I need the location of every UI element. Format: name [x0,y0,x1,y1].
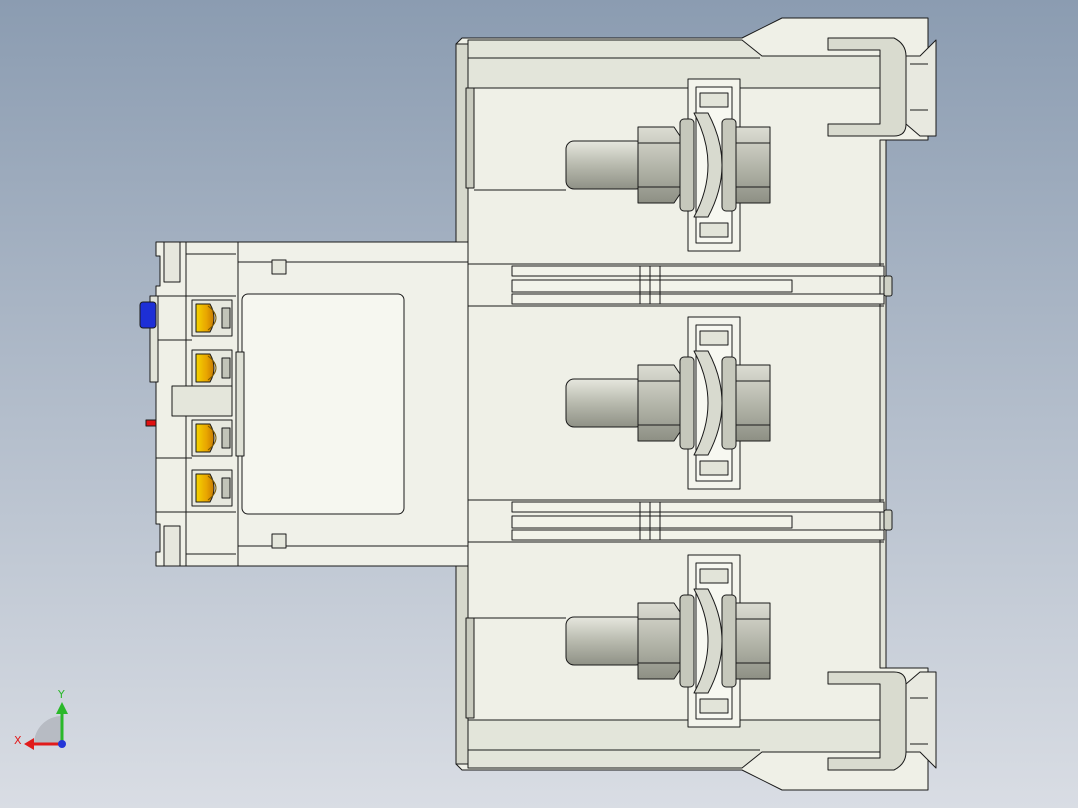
hex-nut [637,602,683,680]
coordinate-triad-icon: Y X [14,688,68,750]
indicator-tab [145,419,157,427]
spring-contact [221,357,231,379]
terminal-pole-3 [565,554,771,728]
aux-spring-1 [191,299,233,337]
aux-left-face [149,295,159,383]
clamp-pad [699,460,729,476]
washer [679,356,695,450]
auxiliary-block [139,241,245,567]
washer [721,356,737,450]
aux-top-slot [163,241,181,283]
aux-spring-3 [191,419,233,457]
clamp-pad [699,698,729,714]
hex-nut [637,364,683,442]
contactor-assembly [139,17,937,791]
separator-bars [468,263,885,543]
axis-y-label: Y [57,688,65,701]
axis-x-label: X [14,734,22,747]
aux-center-bracket [171,385,233,417]
housing-rib-bottom [465,617,475,719]
aux-bottom-slot [163,525,181,567]
spring-curve [207,305,217,331]
clamp-pad [699,92,729,108]
hex-nut [735,602,771,680]
clamp-pad [699,568,729,584]
aux-plate [235,351,245,457]
neck-tab [271,533,287,549]
spring-curve [207,425,217,451]
hex-nut [735,364,771,442]
spring-coil [195,423,215,453]
spring-contact [221,477,231,499]
stud [565,616,645,666]
housing-rib-top [465,87,475,189]
washer [679,118,695,212]
hex-nut [637,126,683,204]
spring-coil [195,473,215,503]
terminal-pole-1 [565,78,771,252]
neck-window [241,293,405,515]
clamp-pad [699,222,729,238]
spring-coil [195,303,215,333]
reset-button[interactable] [139,301,157,329]
stud [565,140,645,190]
spring-contact [221,427,231,449]
spring-disc [693,588,723,694]
aux-spring-2 [191,349,233,387]
washer [721,594,737,688]
spring-disc [693,112,723,218]
spring-coil [195,353,215,383]
spring-curve [207,475,217,501]
stud [565,378,645,428]
center-neck [235,241,469,567]
clamp-pad [699,330,729,346]
spring-disc [693,350,723,456]
terminal-lug-bottom [827,671,907,771]
spring-curve [207,355,217,381]
side-screw [883,275,893,531]
washer [721,118,737,212]
terminal-lug-top [827,37,907,137]
neck-tab [271,259,287,275]
hex-nut [735,126,771,204]
right-plate [879,139,887,669]
washer [679,594,695,688]
terminal-pole-2 [565,316,771,490]
aux-spring-4 [191,469,233,507]
spring-contact [221,307,231,329]
